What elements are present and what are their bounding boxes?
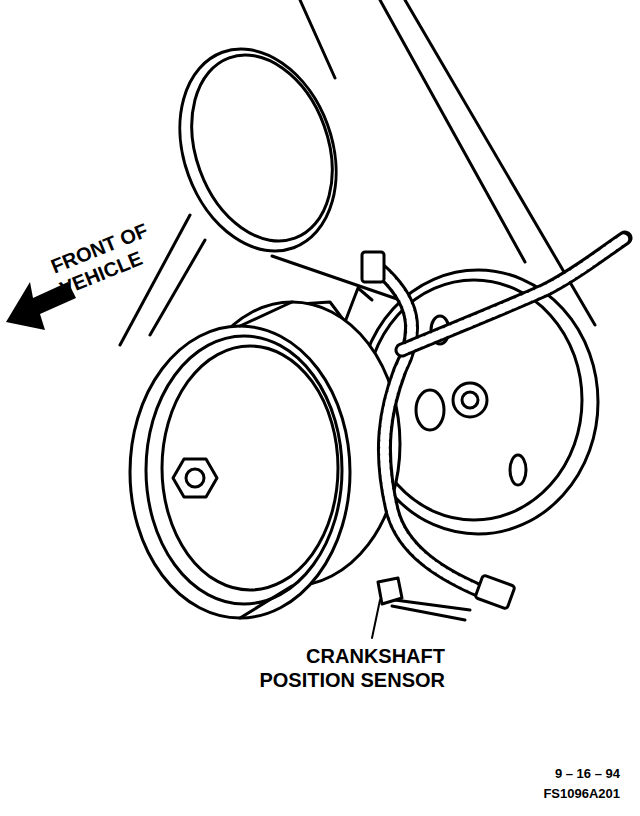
crankshaft-sensor [378,578,402,604]
belt [300,0,335,78]
pulley-hole [416,390,444,430]
direction-label: FRONT OF VEHICLE [47,211,176,300]
main-pulley-rim [146,336,342,604]
leader-line [372,600,380,638]
wiring-harness [402,238,625,350]
part-label: CRANKSHAFT POSITION SENSOR [250,644,445,692]
pulley-edge [240,302,292,618]
pulley-slot [510,455,526,485]
idler-pulley-rim [167,35,357,261]
pulley-bolt [462,392,478,408]
idler-pulley [153,27,363,273]
pulley-bolt [453,383,487,417]
figure-code: FS1096A201 [470,786,620,802]
main-pulley [130,326,350,618]
pulley-bolt [186,469,204,487]
pulley-bolt [173,459,217,497]
connector [475,575,515,609]
connector [362,252,384,282]
belt [380,0,525,262]
main-pulley-rim [162,346,338,590]
sensor-wire [392,600,470,620]
wiring-harness [402,238,625,350]
date-stamp: 9 – 16 – 94 [490,766,620,782]
belt [150,240,205,335]
